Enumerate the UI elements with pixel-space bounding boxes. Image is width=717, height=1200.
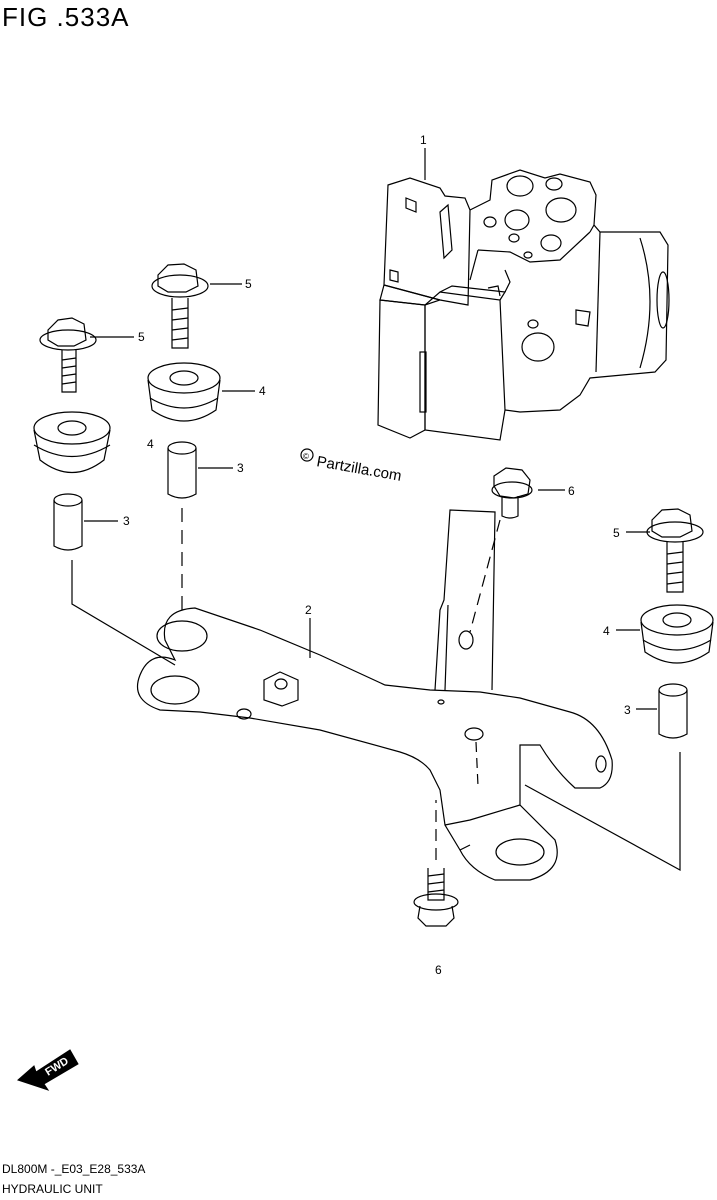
callout-5-left: 5 bbox=[138, 330, 145, 344]
forward-arrow-icon: FWD bbox=[17, 1049, 79, 1091]
callout-5-mid: 5 bbox=[245, 277, 252, 291]
bracket-part[interactable] bbox=[136, 509, 613, 881]
callout-4-mid: 4 bbox=[259, 384, 266, 398]
callout-3-right: 3 bbox=[624, 703, 631, 717]
bolt-6-bottom-part[interactable] bbox=[413, 868, 459, 927]
collar-middle-part[interactable] bbox=[167, 441, 197, 499]
grommet-left-part[interactable] bbox=[33, 411, 111, 473]
bolt-left-part[interactable] bbox=[39, 317, 97, 393]
bolt-right-part[interactable] bbox=[646, 508, 704, 593]
figure-title: FIG .533A bbox=[2, 2, 130, 32]
callout-6-top: 6 bbox=[568, 484, 575, 498]
hydraulic-unit-part[interactable] bbox=[377, 169, 670, 441]
callout-1: 1 bbox=[420, 133, 427, 147]
callout-3-mid: 3 bbox=[237, 461, 244, 475]
bolt-6-top-part[interactable] bbox=[491, 467, 533, 519]
collar-right-part[interactable] bbox=[658, 683, 688, 739]
callout-4-right: 4 bbox=[603, 624, 610, 638]
callout-6-bottom: 6 bbox=[435, 963, 442, 977]
callout-2: 2 bbox=[305, 603, 312, 617]
bolt-middle-part[interactable] bbox=[151, 263, 209, 349]
figure-name: HYDRAULIC UNIT bbox=[2, 1182, 103, 1196]
figure-code: DL800M -_E03_E28_533A bbox=[2, 1162, 146, 1176]
callout-4-left: 4 bbox=[147, 437, 154, 451]
watermark-text: Partzilla.com bbox=[315, 453, 403, 485]
grommet-middle-part[interactable] bbox=[147, 362, 221, 422]
collar-left-part[interactable] bbox=[53, 493, 83, 551]
callout-3-left: 3 bbox=[123, 514, 130, 528]
grommet-right-part[interactable] bbox=[640, 604, 714, 664]
callout-5-right: 5 bbox=[613, 526, 620, 540]
svg-text:©: © bbox=[303, 452, 309, 461]
